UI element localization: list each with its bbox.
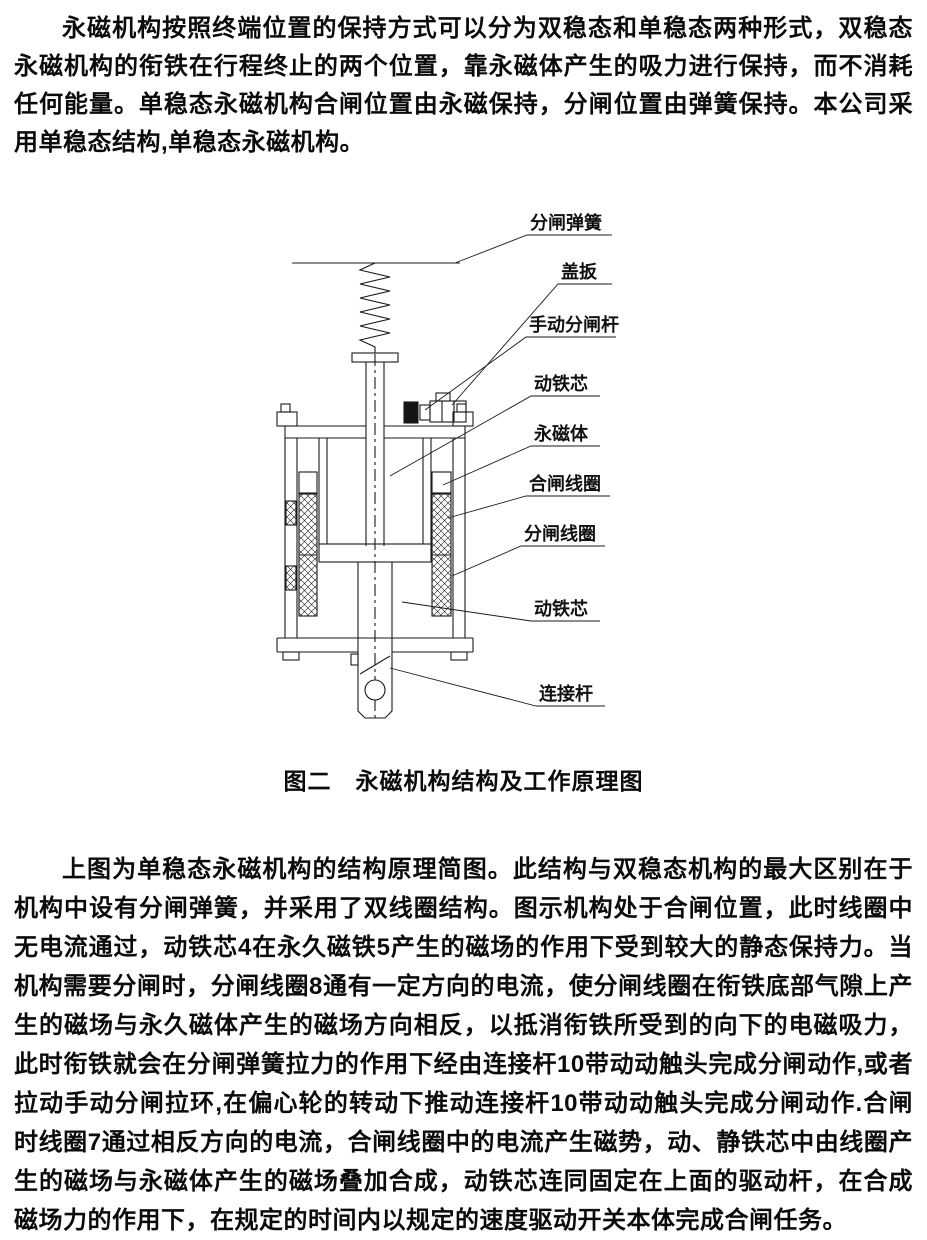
- intro-paragraph: 永磁机构按照终端位置的保持方式可以分为双稳态和单稳态两种形式，双稳态永磁机构的衔…: [14, 15, 913, 156]
- connecting-rod: [350, 562, 393, 719]
- label-opening-spring: 分闸弹簧: [530, 212, 602, 233]
- closing-and-opening-coils: [298, 493, 452, 617]
- figure-block: 分闸弹簧 盖扳 手动分闸杆 动铁芯 永磁体 合闸线圈 分闸线圈 动铁芯 连接杆 …: [0, 206, 927, 796]
- housing: [276, 403, 474, 661]
- mechanism-diagram: 分闸弹簧 盖扳 手动分闸杆 动铁芯 永磁体 合闸线圈 分闸线圈 动铁芯 连接杆: [276, 212, 619, 722]
- body-paragraph: 上图为单稳态永磁机构的结构原理简图。此结构与双稳态机构的最大区别在于机构中设有分…: [14, 856, 913, 1234]
- figure-caption: 图二 永磁机构结构及工作原理图: [283, 768, 644, 794]
- label-moving-core-2: 动铁芯: [534, 598, 588, 619]
- callout-leaders: [389, 234, 616, 707]
- moving-core-upper: [318, 438, 432, 563]
- label-cover-plate: 盖扳: [561, 261, 598, 282]
- manual-opening-rod: [351, 352, 399, 546]
- opening-spring: [292, 262, 460, 353]
- label-opening-coil: 分闸线圈: [524, 523, 596, 544]
- label-closing-coil: 合闸线圈: [529, 473, 601, 494]
- label-permanent-magnet: 永磁体: [533, 423, 589, 444]
- label-moving-core-1: 动铁芯: [534, 373, 588, 394]
- label-manual-rod: 手动分闸杆: [529, 314, 619, 335]
- rod-hole: [364, 679, 386, 701]
- label-connecting-rod: 连接杆: [539, 683, 593, 704]
- cover-plate-assembly: [403, 392, 467, 424]
- callout-labels: 分闸弹簧 盖扳 手动分闸杆 动铁芯 永磁体 合闸线圈 分闸线圈 动铁芯 连接杆: [524, 212, 619, 704]
- permanent-magnet: [298, 471, 452, 494]
